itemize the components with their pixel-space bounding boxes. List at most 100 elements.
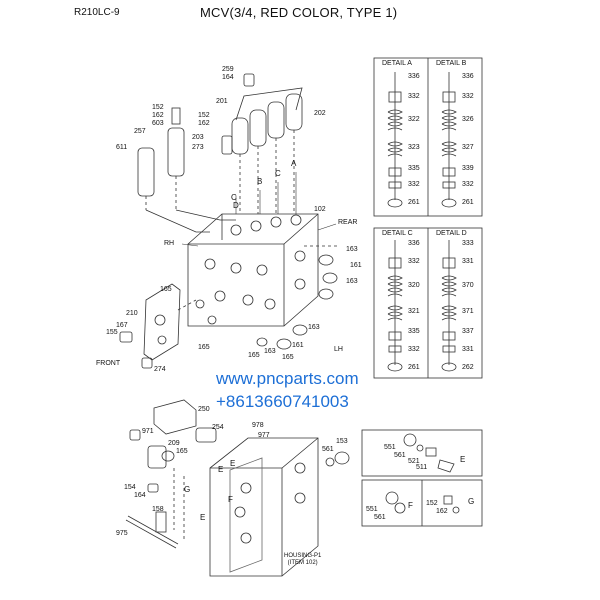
part-callout: 163 — [308, 324, 320, 331]
section-letter: G — [468, 497, 475, 506]
diagram-title: MCV(3/4, RED COLOR, TYPE 1) — [200, 5, 398, 20]
part-callout: 167 — [116, 322, 128, 329]
part-callout: 162 — [152, 112, 164, 119]
part-callout: 254 — [212, 424, 224, 431]
part-callout: 161 — [292, 342, 304, 349]
detail-d-part: 331 — [462, 258, 474, 265]
lower-valve-body — [209, 437, 319, 577]
detail-d-part: 337 — [462, 328, 474, 335]
part-callout: 152 — [152, 104, 164, 111]
part-callout: 155 — [106, 329, 118, 336]
detail-c-title: DETAIL C — [382, 230, 413, 237]
section-letter: G — [184, 485, 191, 494]
part-callout: 274 — [154, 366, 166, 373]
direction-lh: LH — [334, 346, 343, 353]
detail-a-part: 335 — [408, 165, 420, 172]
part-callout: 152 — [198, 112, 210, 119]
detail-e-part: 521 — [408, 458, 420, 465]
section-letter: C — [275, 169, 281, 178]
housing-note-line1: HOUSING-P1 — [284, 553, 322, 559]
detail-d-part: 370 — [462, 282, 474, 289]
detail-a-part: 332 — [408, 181, 420, 188]
detail-b-part: 339 — [462, 165, 474, 172]
section-letter: E — [200, 513, 206, 522]
detail-d-part: 371 — [462, 308, 474, 315]
upper-valve-body — [187, 213, 319, 327]
part-callout: 163 — [346, 278, 358, 285]
part-callout: 163 — [346, 246, 358, 253]
part-callout: 164 — [222, 74, 234, 81]
detail-c-part: 332 — [408, 346, 420, 353]
part-callout: 975 — [116, 530, 128, 537]
detail-c-part: 335 — [408, 328, 420, 335]
part-callout: 165 — [248, 352, 260, 359]
part-callout: 164 — [134, 492, 146, 499]
section-letter: F — [408, 501, 413, 510]
part-callout: 154 — [124, 484, 136, 491]
detail-d-parts — [441, 240, 457, 372]
detail-e-part: 551 — [384, 444, 396, 451]
part-callout: 259 — [222, 66, 234, 73]
part-callout: 162 — [198, 120, 210, 127]
detail-d-part: 262 — [462, 364, 474, 371]
section-letter: C — [231, 193, 237, 202]
detail-c-part: 321 — [408, 308, 420, 315]
part-callout: 163 — [264, 348, 276, 355]
detail-c-parts — [387, 240, 403, 372]
detail-b-parts — [441, 72, 457, 208]
left-relief-valves — [137, 107, 236, 233]
section-letter: D — [233, 201, 239, 210]
part-callout: 257 — [134, 128, 146, 135]
part-callout: 202 — [314, 110, 326, 117]
detail-b-part: 327 — [462, 144, 474, 151]
detail-b-part: 336 — [462, 73, 474, 80]
lower-parts — [125, 399, 350, 549]
section-letter: E — [230, 459, 236, 468]
model-label: R210LC-9 — [74, 7, 120, 18]
part-callout: 158 — [152, 506, 164, 513]
section-letter: F — [228, 495, 233, 504]
detail-b-part: 326 — [462, 116, 474, 123]
phone-watermark: +8613660741003 — [216, 392, 349, 411]
website-watermark: www.pncparts.com — [216, 369, 359, 388]
part-callout: 611 — [116, 144, 128, 151]
detail-a-part: 322 — [408, 116, 420, 123]
detail-a-title: DETAIL A — [382, 60, 412, 67]
part-callout: 210 — [126, 310, 138, 317]
detail-e-part: 561 — [394, 452, 406, 459]
detail-a-part: 261 — [408, 199, 420, 206]
section-letter: E — [460, 455, 466, 464]
direction-front: FRONT — [96, 360, 121, 367]
detail-c-part: 336 — [408, 240, 420, 247]
part-callout: 209 — [168, 440, 180, 447]
detail-e-parts — [385, 433, 460, 514]
part-callout: 165 — [198, 344, 210, 351]
part-callout: 165 — [282, 354, 294, 361]
section-letter: E — [218, 465, 224, 474]
section-letter: B — [257, 177, 263, 186]
detail-d-part: 331 — [462, 346, 474, 353]
direction-rear: REAR — [338, 219, 358, 226]
part-callout: 971 — [142, 428, 154, 435]
part-callout: 201 — [216, 98, 228, 105]
detail-f-part: 551 — [366, 506, 378, 513]
housing-note: HOUSING-P1 (ITEM 102) — [284, 553, 321, 567]
detail-b-part: 332 — [462, 93, 474, 100]
detail-a-part: 323 — [408, 144, 420, 151]
detail-e-part: 511 — [416, 464, 428, 471]
left-cover — [119, 283, 197, 369]
detail-b-part: 332 — [462, 181, 474, 188]
detail-c-part: 332 — [408, 258, 420, 265]
detail-a-parts — [387, 72, 403, 208]
detail-a-part: 332 — [408, 93, 420, 100]
detail-a-part: 336 — [408, 73, 420, 80]
section-letter: A — [291, 159, 297, 168]
detail-g-part: 152 — [426, 500, 438, 507]
part-callout: 978 — [252, 422, 264, 429]
part-callout: 153 — [336, 438, 348, 445]
upper-spools — [231, 73, 303, 214]
detail-frame-e — [361, 429, 483, 477]
part-callout: 561 — [322, 446, 334, 453]
housing-note-line2: (ITEM 102) — [287, 559, 318, 566]
